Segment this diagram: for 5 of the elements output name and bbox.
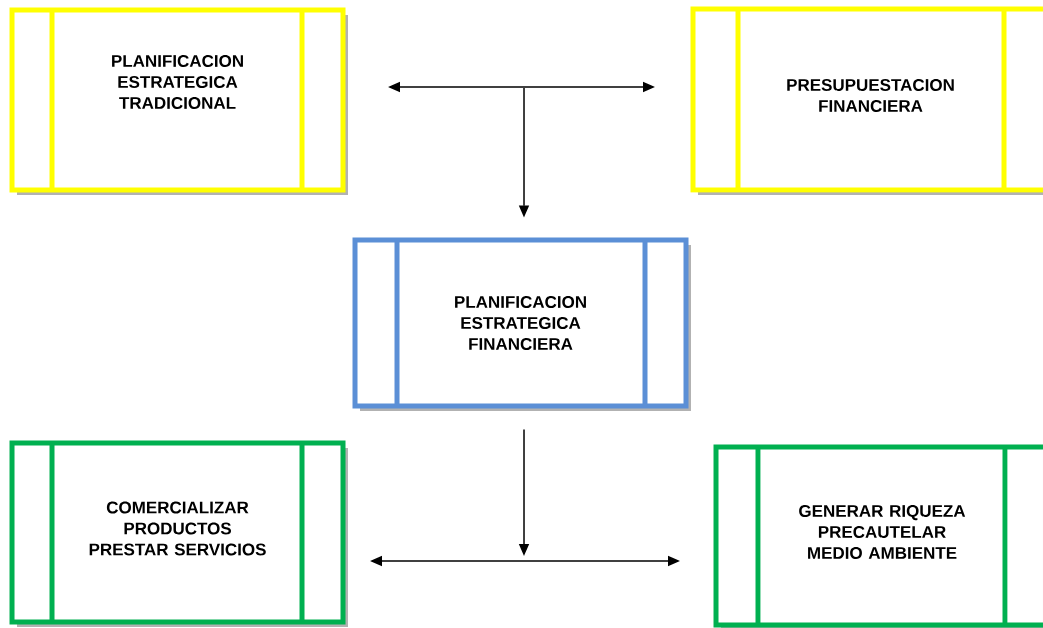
process-box: GENERAR RIQUEZA PRECAUTELAR MEDIO AMBIENTE — [713, 444, 1043, 628]
process-box: PLANIFICACION ESTRATEGICA FINANCIERA — [352, 237, 691, 411]
process-box: PLANIFICACION ESTRATEGICA TRADICIONAL — [9, 7, 348, 195]
process-box: COMERCIALIZAR PRODUCTOS PRESTAR SERVICIOS — [9, 440, 348, 627]
process-box: PRESUPUESTACION FINANCIERA — [690, 6, 1043, 195]
